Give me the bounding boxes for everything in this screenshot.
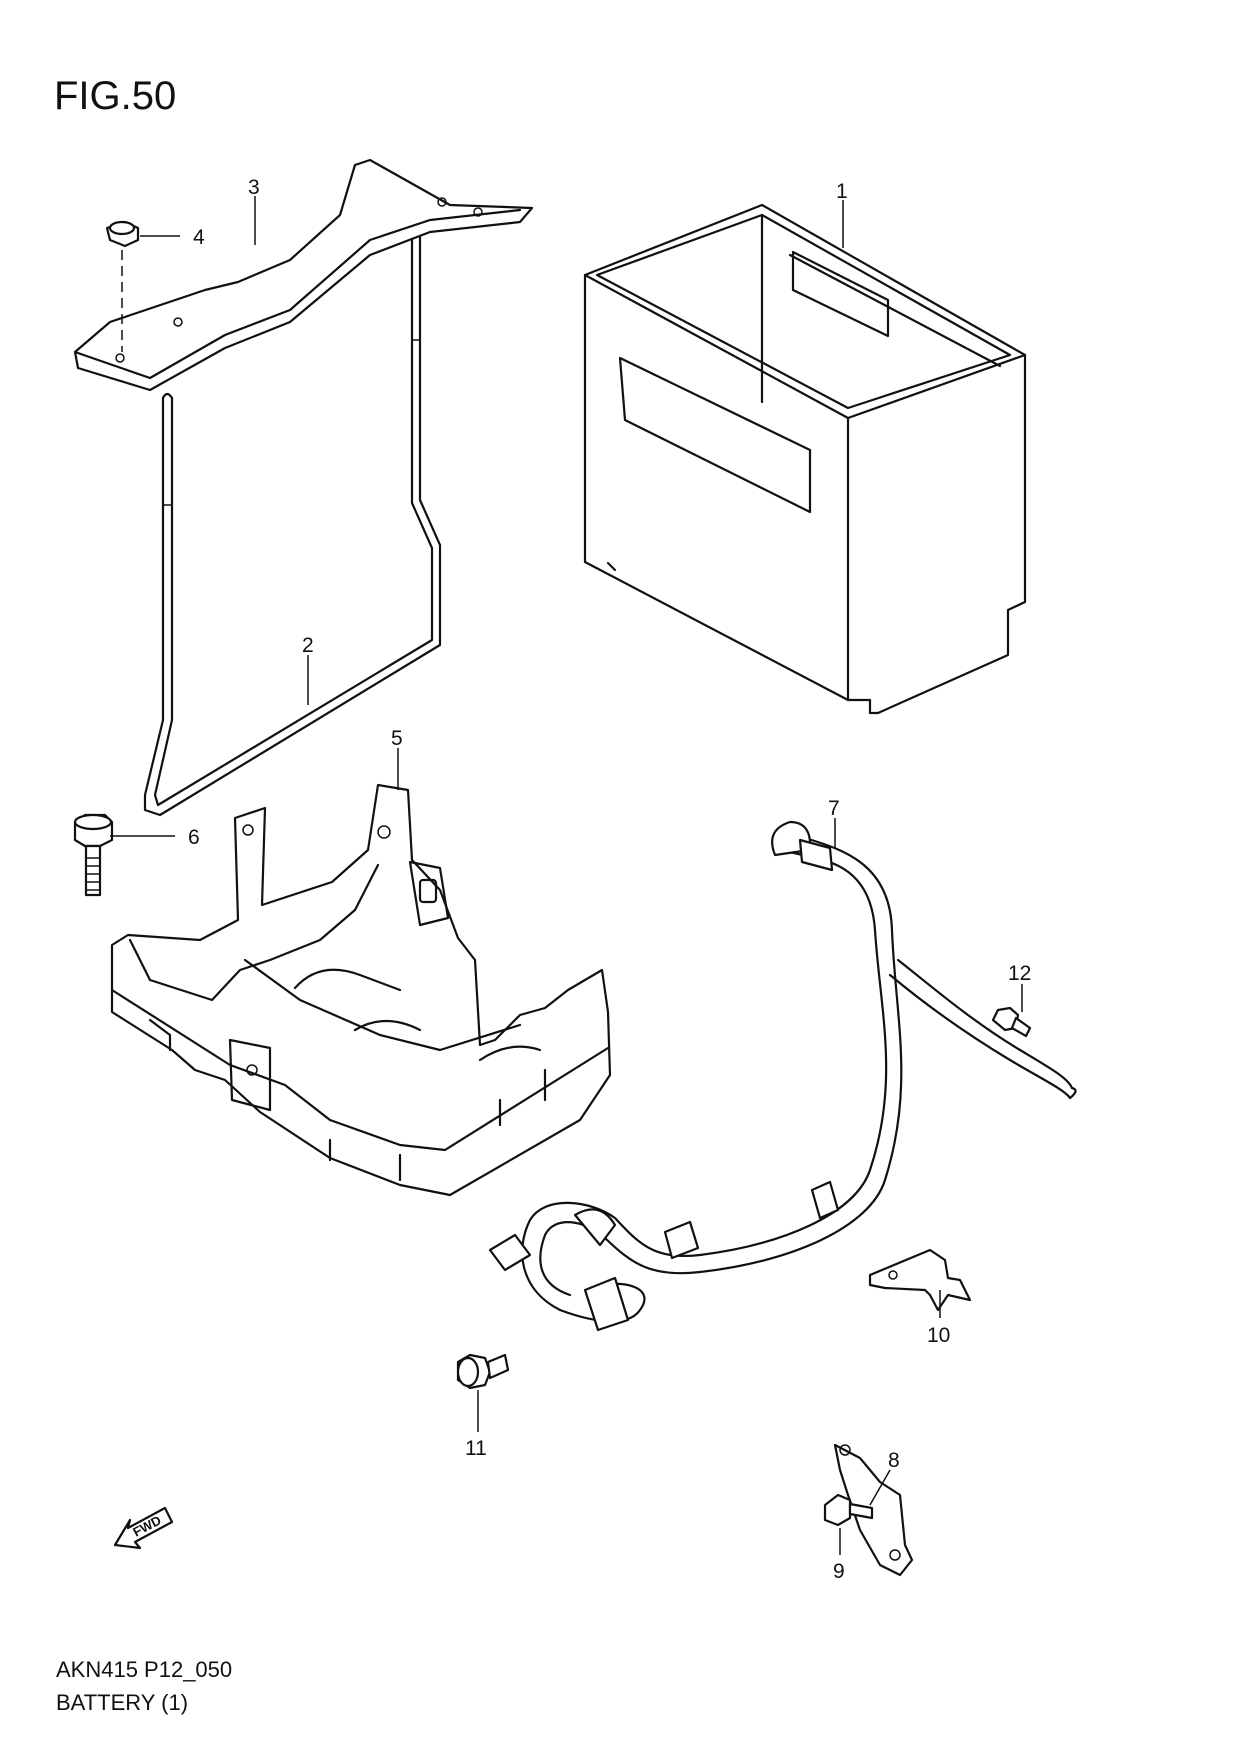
callout-1: 1 [836,180,848,203]
callout-numbers: 1 2 3 4 5 6 7 8 9 10 11 12 [188,176,1031,1583]
part-3-clamp-plate [73,158,534,392]
part-9-bolt [823,1493,874,1527]
part-4-nut [105,220,140,352]
leader-lines [110,196,1023,1555]
callout-7: 7 [828,797,840,820]
callout-10: 10 [927,1324,950,1347]
figure-code: AKN415 P12_050 [56,1657,233,1682]
callout-6: 6 [188,826,200,849]
part-6-bolt [73,813,114,897]
part-1-battery-box [583,203,1027,715]
callout-5: 5 [391,727,403,750]
part-8-bracket [833,1443,914,1577]
fwd-arrow-icon: FWD [113,1506,174,1550]
part-7-battery-cable [488,820,1077,1332]
callout-3: 3 [248,176,260,199]
figure-name: BATTERY (1) [56,1690,189,1715]
figure-title: FIG.50 [54,74,177,118]
part-10-bracket [868,1248,972,1312]
part-12-bolt [991,1006,1032,1038]
part-5-battery-tray [110,783,612,1197]
part-11-bolt [456,1353,510,1390]
callout-11: 11 [465,1437,487,1460]
callout-12: 12 [1008,962,1031,985]
callout-4: 4 [193,226,205,249]
callout-8: 8 [888,1449,900,1472]
callout-2: 2 [302,634,314,657]
callout-9: 9 [833,1560,845,1583]
